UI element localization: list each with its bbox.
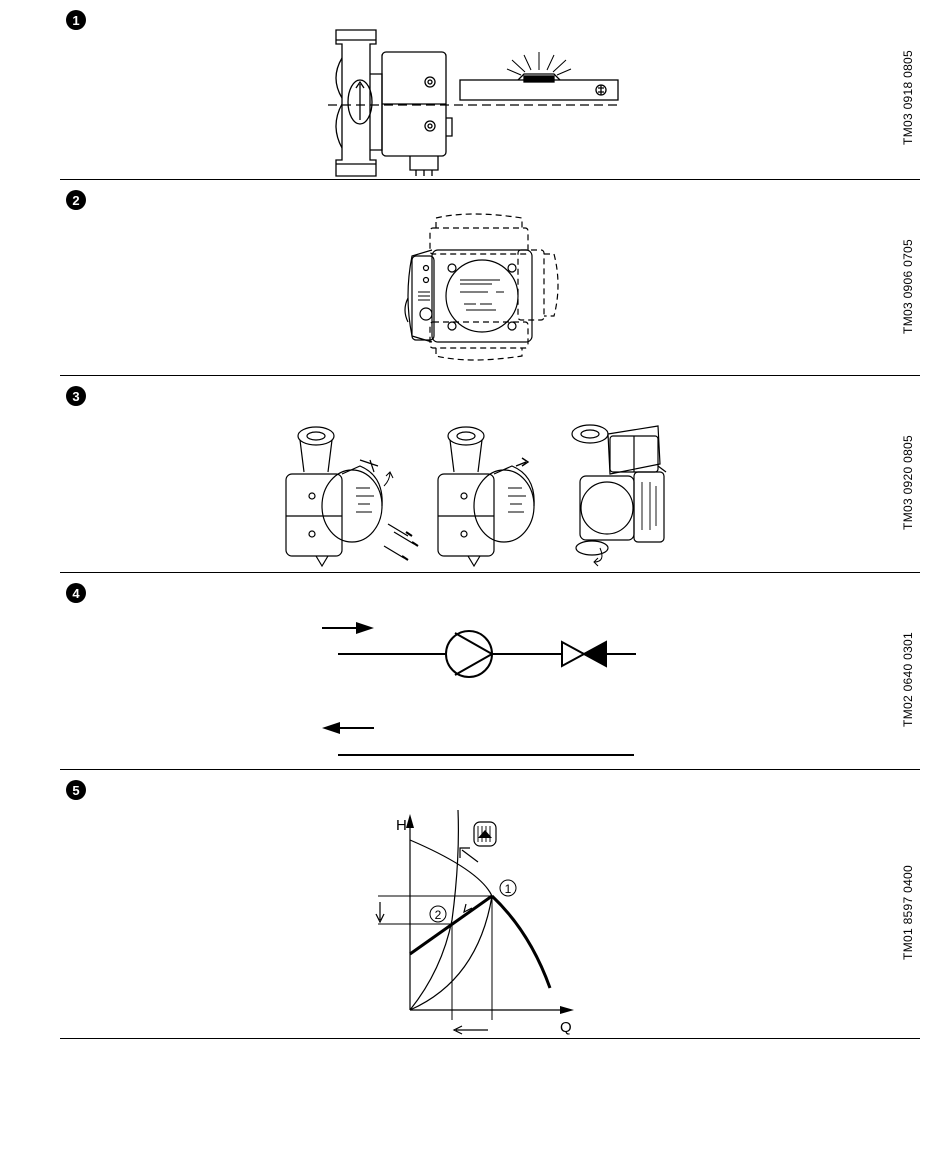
panel-3: 3: [60, 376, 920, 572]
panel-5: 5 H Q: [60, 770, 920, 1038]
panel-2: 2 TM: [60, 180, 920, 375]
motor-rotation-figure: [60, 376, 880, 572]
pipework-diagram: [60, 573, 880, 769]
divider-5: [60, 1038, 920, 1039]
performance-curve-graph: H Q 1 2: [60, 770, 880, 1038]
pump-level-figure: [60, 0, 880, 179]
figure-code-5: TM01 8597 0400: [896, 790, 920, 1035]
panel-1: 1 TM03 0918 0805: [60, 0, 920, 179]
h-axis-label: H: [396, 817, 407, 834]
q-axis-label: Q: [560, 1019, 572, 1036]
point-2-label: 2: [435, 908, 442, 922]
pump-orientation-figure: [60, 180, 880, 375]
figure-code-4: TM02 0640 0301: [896, 593, 920, 766]
point-1-label: 1: [505, 882, 512, 896]
figure-code-3: TM03 0920 0805: [896, 396, 920, 569]
figure-code-1: TM03 0918 0805: [896, 20, 920, 175]
panel-4: 4 TM02 0640 0301: [60, 573, 920, 769]
figure-code-2: TM03 0906 0705: [896, 200, 920, 372]
